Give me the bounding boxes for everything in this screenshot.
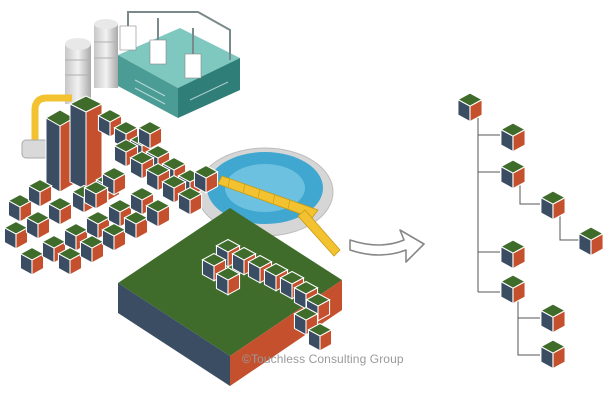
data-cube-icon bbox=[27, 178, 53, 208]
data-cube-icon bbox=[500, 122, 526, 153]
data-cube-icon bbox=[47, 196, 73, 226]
yellow-pipe bbox=[21, 94, 72, 159]
data-cube-icon bbox=[3, 220, 29, 250]
data-cube-icon bbox=[19, 246, 45, 276]
data-cube-icon bbox=[307, 322, 333, 352]
data-cube-icon bbox=[25, 210, 51, 240]
data-cube-icon bbox=[193, 164, 219, 194]
data-cube-icon bbox=[540, 339, 566, 370]
factory-icon bbox=[118, 11, 240, 118]
data-cube-icon bbox=[145, 198, 171, 228]
transform-arrow-icon bbox=[349, 229, 425, 263]
tree-nodes bbox=[457, 92, 604, 370]
data-cube-icon bbox=[101, 222, 127, 252]
data-cube-icon bbox=[500, 274, 526, 305]
data-cube-icon bbox=[177, 186, 203, 216]
data-cube-icon bbox=[83, 180, 109, 210]
tree-lines bbox=[477, 110, 580, 356]
data-cube-icon bbox=[500, 159, 526, 190]
hierarchy-tree bbox=[457, 92, 604, 370]
data-cube-icon bbox=[540, 303, 566, 334]
data-cube-icon bbox=[79, 234, 105, 264]
copyright-watermark: ©Touchless Consulting Group bbox=[242, 352, 404, 366]
data-cube-icon bbox=[57, 246, 83, 276]
data-cube-icon bbox=[540, 190, 566, 221]
data-cube-icon bbox=[500, 239, 526, 270]
data-cube-icon bbox=[137, 120, 163, 150]
data-cube-icon bbox=[215, 266, 241, 296]
cube-tower bbox=[44, 95, 104, 193]
data-cube-icon bbox=[578, 226, 604, 257]
data-cube-icon bbox=[123, 210, 149, 240]
data-cube-icon bbox=[457, 92, 483, 123]
silo-icon bbox=[65, 19, 118, 104]
